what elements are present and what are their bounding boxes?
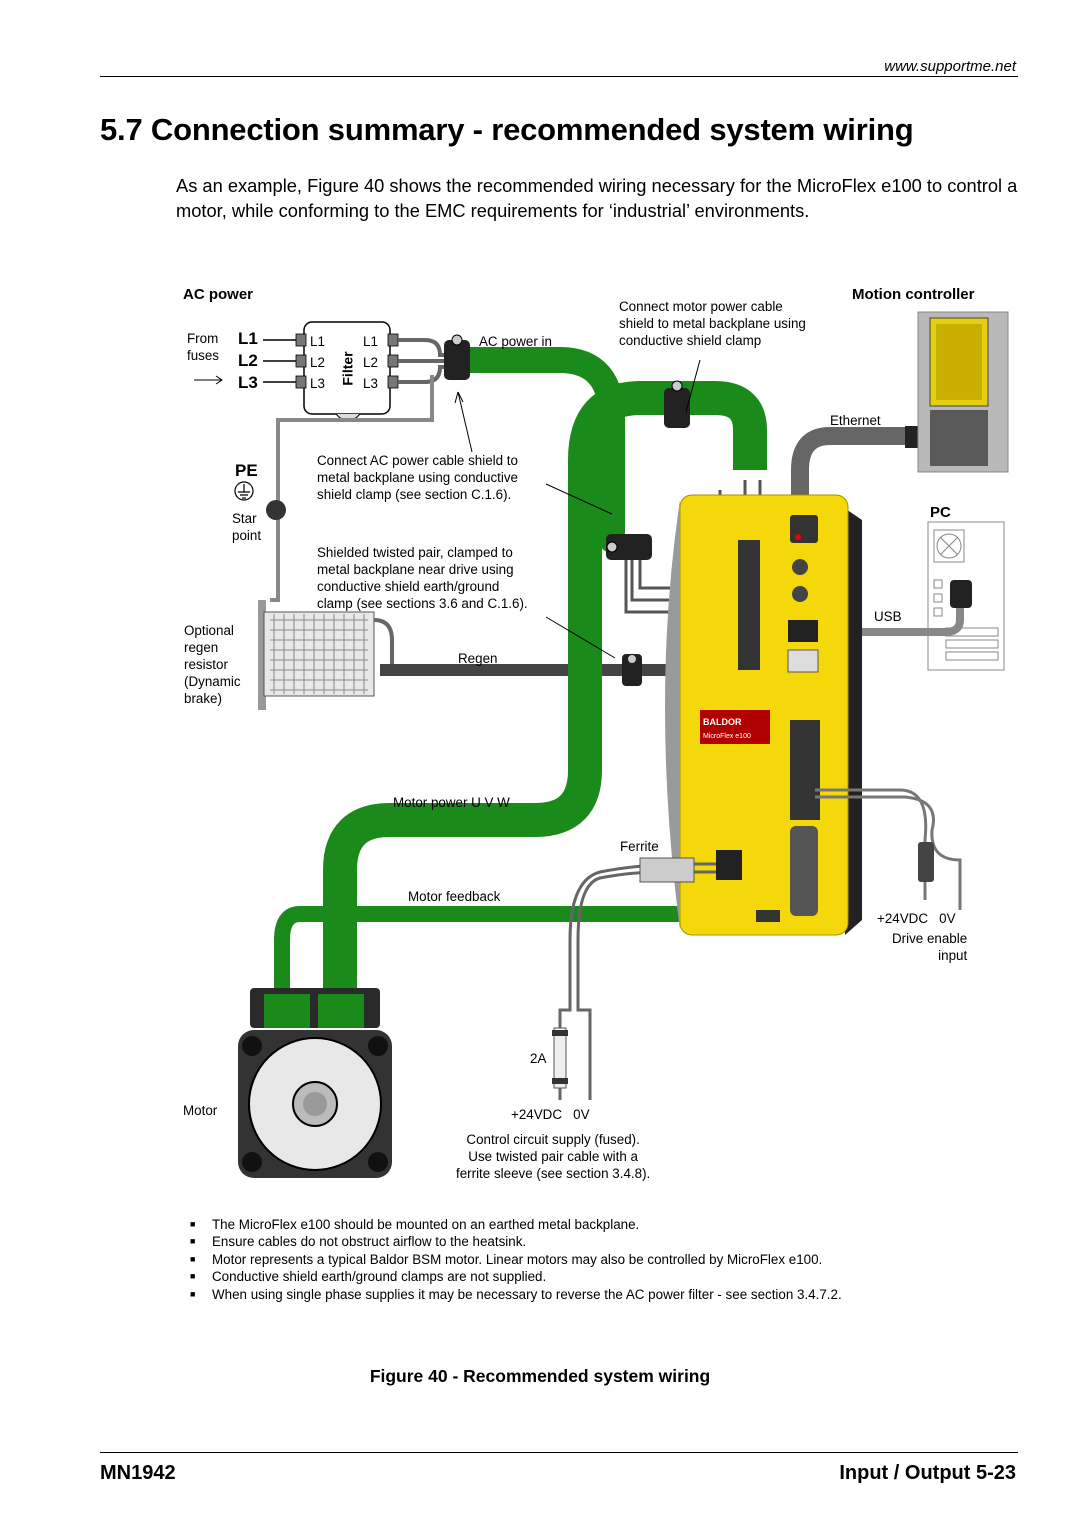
pe-wire (270, 375, 434, 602)
shielded-twisted-note: Shielded twisted pair, clamped to metal … (317, 545, 528, 611)
motor (238, 988, 392, 1178)
motor-power-uvw-label: Motor power U V W (393, 795, 510, 810)
regen-clamp (622, 654, 642, 686)
drive-24vdc-label: +24VDC 0V (877, 911, 956, 926)
star-point-dot (266, 500, 286, 520)
l3-label: L3 (238, 373, 258, 392)
motor-cable-note: Connect motor power cable shield to meta… (619, 299, 806, 348)
regen-label: Regen (458, 651, 498, 666)
optional-regen-label: Optional regen resistor (Dynamic brake) (184, 623, 241, 706)
drive-enable-wires (815, 788, 962, 910)
pe-label: PE (235, 461, 258, 480)
microflex-drive (665, 494, 862, 936)
motor-clamp (664, 388, 690, 428)
drive-enable-label: Drive enable input (892, 931, 968, 963)
drive-ac-clamp (606, 534, 652, 560)
page-title: 5.7 Connection summary - recommended sys… (100, 112, 914, 147)
pointer-arrows (194, 359, 701, 659)
header-rule (100, 76, 1018, 77)
ac-input-lines (263, 339, 302, 383)
earth-icon (234, 481, 254, 501)
note-item: The MicroFlex e100 should be mounted on … (190, 1216, 1010, 1233)
filter-out-l1: L1 (363, 334, 378, 349)
note-item: When using single phase supplies it may … (190, 1286, 1010, 1303)
motor-label: Motor (183, 1103, 218, 1118)
filter-output-wires (398, 338, 452, 384)
ethernet-label: Ethernet (830, 413, 881, 428)
motor-feedback-label: Motor feedback (408, 889, 501, 904)
filter-in-l1: L1 (310, 334, 325, 349)
ac-power-label: AC power (183, 286, 254, 303)
motion-controller (917, 311, 1009, 473)
supply-24vdc-label: +24VDC 0V (511, 1107, 590, 1122)
filter-label: Filter (339, 351, 356, 386)
pc-label: PC (930, 504, 951, 521)
control-supply-note: Control circuit supply (fused). Use twis… (456, 1132, 651, 1181)
footer-rule (100, 1452, 1018, 1453)
intro-paragraph: As an example, Figure 40 shows the recom… (176, 175, 1018, 221)
filter-in-l2: L2 (310, 355, 325, 370)
note-item: Conductive shield earth/ground clamps ar… (190, 1268, 1010, 1285)
footer-section: Input / Output 5-23 (839, 1462, 1016, 1484)
ac-shield-note: Connect AC power cable shield to metal b… (317, 453, 518, 502)
notes-list: The MicroFlex e100 should be mounted on … (190, 1216, 1010, 1303)
l1-label: L1 (238, 329, 258, 348)
filter-out-l2: L2 (363, 355, 378, 370)
baldor-logo: BALDOR (703, 717, 742, 727)
motor-power-cable (323, 381, 767, 1000)
fuse-2a (553, 1027, 567, 1089)
filter-out-l3: L3 (363, 376, 378, 391)
ferrite-sleeve (639, 857, 695, 883)
figure-caption: Figure 40 - Recommended system wiring (369, 1366, 711, 1386)
star-point-label: Star point (232, 511, 262, 543)
ac-clamp (444, 340, 470, 380)
ferrite-label: Ferrite (620, 839, 659, 854)
usb-label: USB (874, 609, 902, 624)
note-item: Motor represents a typical Baldor BSM mo… (190, 1251, 1010, 1268)
ethernet-cable (791, 427, 915, 500)
from-fuses-label: From fuses (187, 331, 220, 363)
microflex-logo: MicroFlex e100 (703, 733, 751, 740)
ac-power-in-label: AC power in (479, 334, 552, 349)
note-item: Ensure cables do not obstruct airflow to… (190, 1233, 1010, 1250)
header-url: www.supportme.net (884, 58, 1016, 75)
fuse-2a-label: 2A (530, 1051, 547, 1066)
usb-cable (800, 600, 964, 636)
footer-doc-id: MN1942 (100, 1462, 176, 1484)
l2-label: L2 (238, 351, 258, 370)
regen-resistor (258, 600, 394, 710)
motion-controller-label: Motion controller (852, 286, 975, 303)
filter-in-l3: L3 (310, 376, 325, 391)
